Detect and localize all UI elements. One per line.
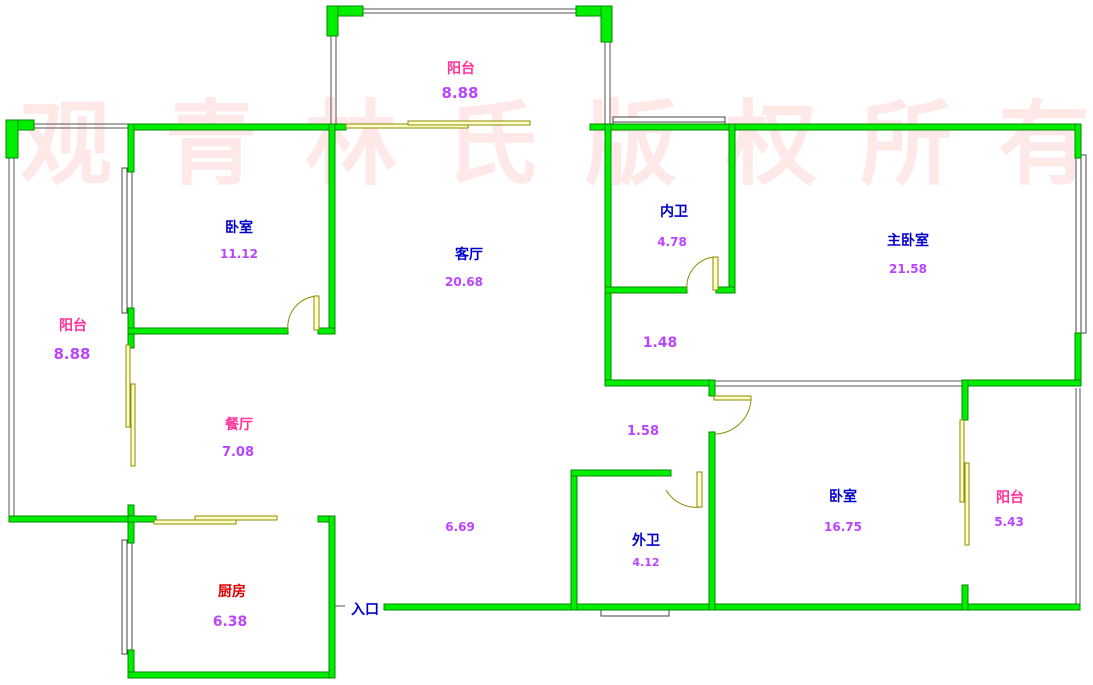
room-inner-bath: 内卫 4.78: [657, 203, 688, 249]
room-name: 卧室: [829, 488, 857, 505]
room-area: 4.12: [632, 556, 659, 569]
room-area: 1.58: [627, 424, 659, 439]
room-bedroom-2: 卧室 16.75: [824, 488, 862, 534]
room-hall-area: 1.48: [643, 335, 678, 351]
watermark: 观 青 林 氏 版 权 所 有: [20, 91, 1090, 198]
room-name: 阳台: [59, 317, 87, 334]
room-entry-area: 6.69: [445, 520, 475, 534]
watermark-char: 青: [165, 91, 257, 198]
watermark-char: 权: [724, 91, 817, 198]
entrance-label: 入口: [351, 602, 379, 618]
room-bedroom-1: 卧室 11.12: [220, 219, 258, 261]
room-name: 卧室: [225, 219, 253, 236]
room-kitchen: 厨房 6.38: [213, 583, 248, 630]
room-outer-bath: 外卫 4.12: [632, 532, 660, 569]
room-name: 阳台: [447, 60, 475, 77]
room-area: 8.88: [53, 345, 90, 363]
room-area: 6.38: [213, 614, 248, 630]
room-name: 厨房: [218, 583, 246, 600]
room-name: 客厅: [454, 246, 483, 263]
room-balcony-left: 阳台 8.88: [53, 317, 90, 363]
room-balcony-top: 阳台 8.88: [441, 60, 478, 102]
room-dining: 餐厅 7.08: [222, 416, 254, 460]
watermark-char: 所: [860, 91, 952, 198]
watermark-char: 氏: [445, 91, 537, 198]
room-area: 21.58: [889, 262, 927, 276]
room-balcony-right: 阳台 5.43: [994, 489, 1024, 529]
room-area: 16.75: [824, 520, 862, 534]
room-area: 20.68: [445, 275, 483, 289]
room-name: 内卫: [660, 203, 688, 220]
room-name: 阳台: [996, 489, 1024, 506]
room-name: 主卧室: [887, 232, 929, 249]
watermark-char: 版: [585, 91, 677, 198]
room-master-bedroom: 主卧室 21.58: [887, 232, 929, 276]
watermark-char: 林: [305, 91, 397, 198]
room-area: 7.08: [222, 445, 254, 460]
room-corridor: 1.58: [627, 424, 659, 439]
room-name: 外卫: [632, 532, 660, 549]
watermark-char: 观: [20, 91, 112, 198]
room-area: 1.48: [643, 335, 678, 351]
room-area: 11.12: [220, 247, 258, 261]
walls: [5, 5, 1082, 679]
room-area: 5.43: [994, 515, 1024, 529]
room-living: 客厅 20.68: [445, 246, 483, 289]
room-name: 餐厅: [224, 416, 253, 433]
room-area: 4.78: [657, 235, 687, 249]
room-labels: 阳台 8.88 卧室 11.12 客厅 20.68 内卫 4.78 主卧室 21…: [53, 60, 1024, 630]
doors: [125, 120, 970, 546]
room-area: 8.88: [441, 84, 478, 102]
room-area: 6.69: [445, 520, 475, 534]
balcony-rails: [8, 8, 1081, 607]
